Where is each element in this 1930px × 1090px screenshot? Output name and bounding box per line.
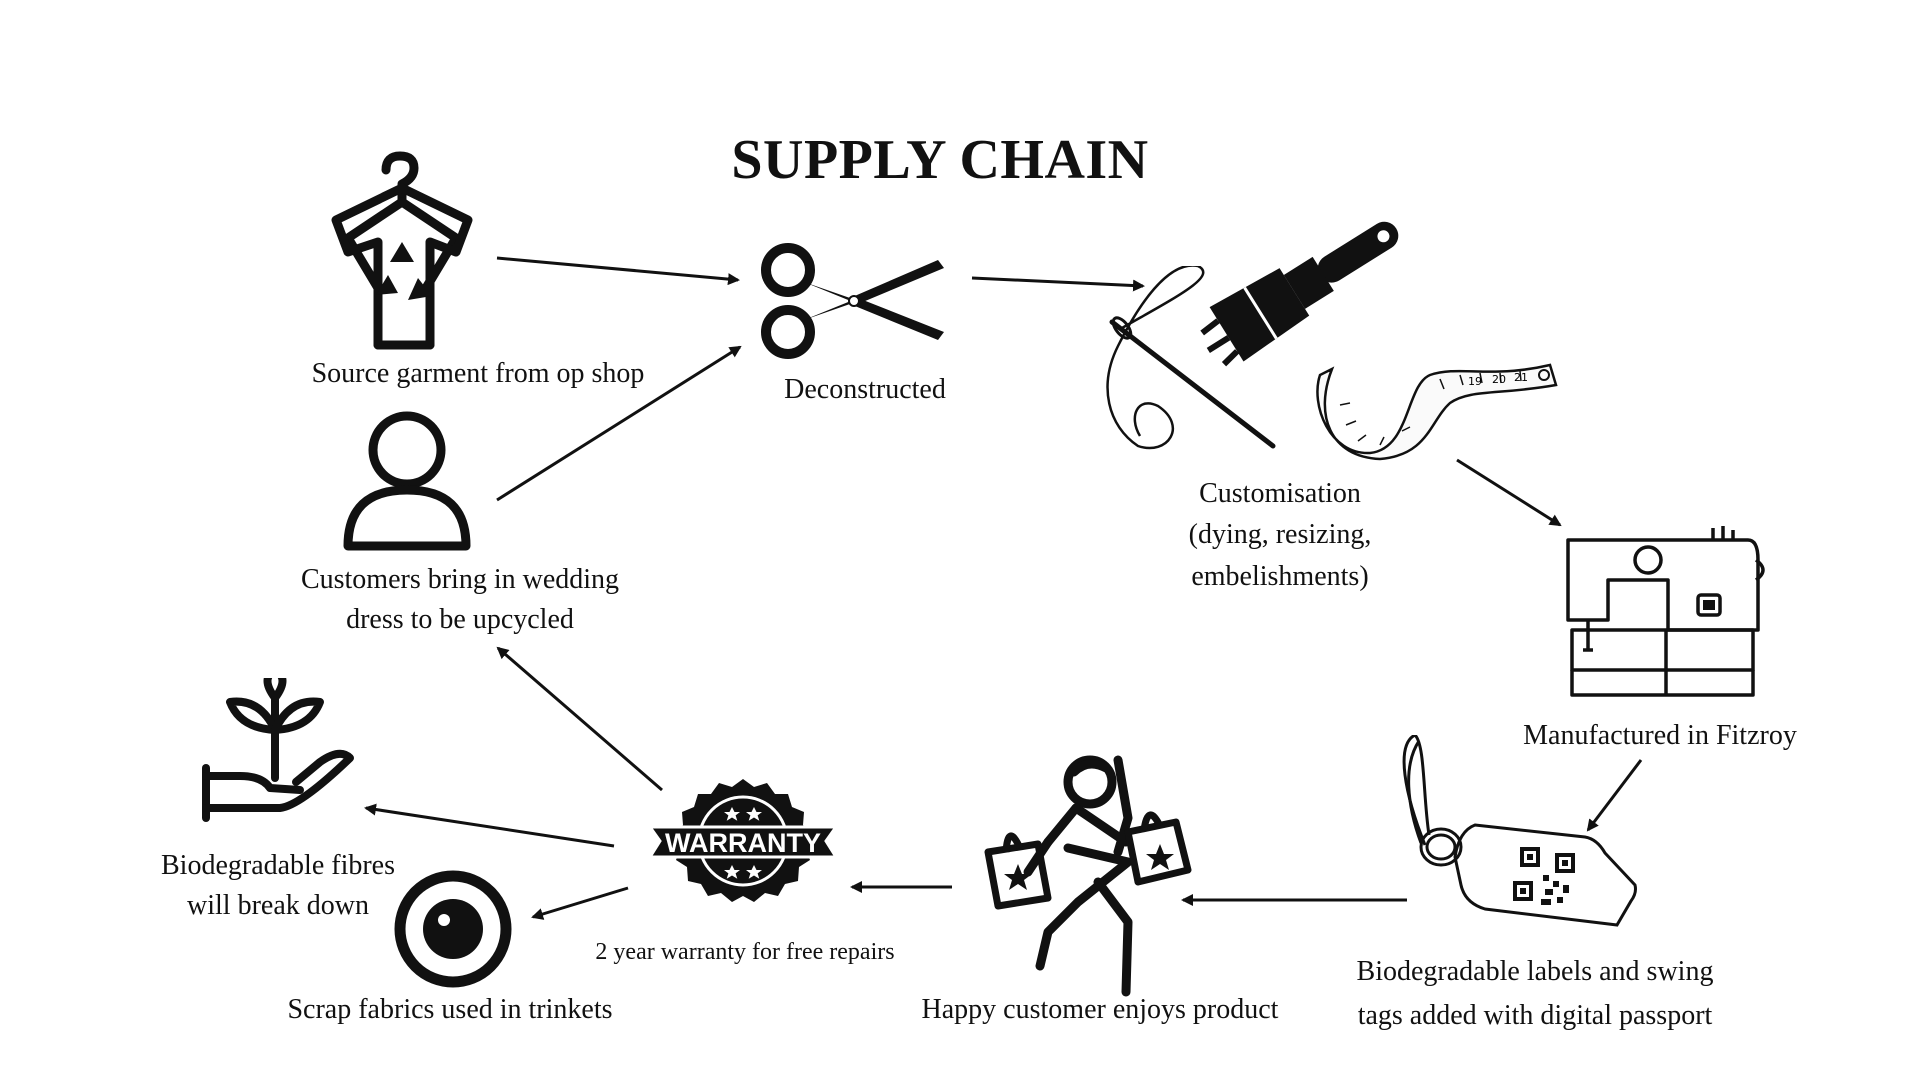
arrow-customisation-to-manufactured: [1456, 458, 1562, 527]
tape-number-20: 20: [1492, 373, 1506, 386]
swing-tag-qr-icon: [1402, 735, 1637, 927]
hand-plant-icon: [202, 678, 354, 822]
label-customers-line1: Customers bring in wedding: [300, 564, 620, 595]
arrow-warranty-to-customers: [496, 646, 663, 792]
arrow-warranty-to-biodegradable: [364, 803, 615, 848]
warranty-badge-text: WARRANTY: [665, 828, 821, 858]
arrow-source-to-deconstructed: [496, 256, 740, 286]
page-title: SUPPLY CHAIN: [731, 129, 1149, 191]
label-biodegradable-tags: Biodegradable labels and swing tags adde…: [1310, 950, 1760, 1038]
scissors-icon: [761, 243, 944, 359]
label-warranty: 2 year warranty for free repairs: [595, 939, 895, 965]
label-scrap-fabrics: Scrap fabrics used in trinkets: [287, 994, 613, 1025]
label-deconstructed: Deconstructed: [784, 374, 946, 405]
happy-customer-icon: [984, 755, 1192, 997]
label-fibres-line1: Biodegradable fibres: [160, 850, 396, 881]
label-customers: Customers bring in wedding dress to be u…: [290, 560, 630, 640]
arrow-warranty-to-scrap: [531, 886, 629, 920]
label-manufactured: Manufactured in Fitzroy: [1523, 720, 1797, 751]
label-customisation-line2: (dying, resizing,: [1188, 519, 1372, 550]
label-biodegradable-fibres: Biodegradable fibres will break down: [140, 846, 416, 926]
label-tags-line2: tags added with digital passport: [1357, 1000, 1713, 1031]
recycled-tshirt-icon: [331, 151, 473, 350]
label-customers-line2: dress to be upcycled: [346, 604, 574, 635]
arrow-customers-to-deconstructed: [496, 345, 742, 502]
label-happy-customer: Happy customer enjoys product: [921, 994, 1279, 1025]
tape-number-19: 19: [1468, 375, 1482, 388]
arrow-manufactured-to-labels: [1586, 759, 1643, 832]
scrap-fabric-icon: [394, 870, 512, 988]
label-fibres-line2: will break down: [187, 890, 369, 921]
label-customisation-line1: Customisation: [1199, 478, 1361, 509]
label-customisation-line3: embelishments): [1191, 561, 1369, 592]
sewing-machine-icon: [1566, 526, 1765, 697]
paint-brush-icon: [1200, 221, 1399, 367]
needle-thread-icon: [1106, 266, 1276, 450]
label-customisation: Customisation (dying, resizing, embelish…: [1140, 474, 1420, 598]
warranty-badge-icon: WARRANTY: [648, 779, 838, 902]
arrow-deconstructed-to-customisation: [971, 276, 1145, 292]
label-source-garment: Source garment from op shop: [311, 358, 645, 389]
person-icon: [343, 411, 471, 551]
measuring-tape-icon: 19 20 21: [1316, 363, 1558, 461]
label-tags-line1: Biodegradable labels and swing: [1356, 956, 1714, 987]
tape-number-21: 21: [1514, 371, 1528, 384]
